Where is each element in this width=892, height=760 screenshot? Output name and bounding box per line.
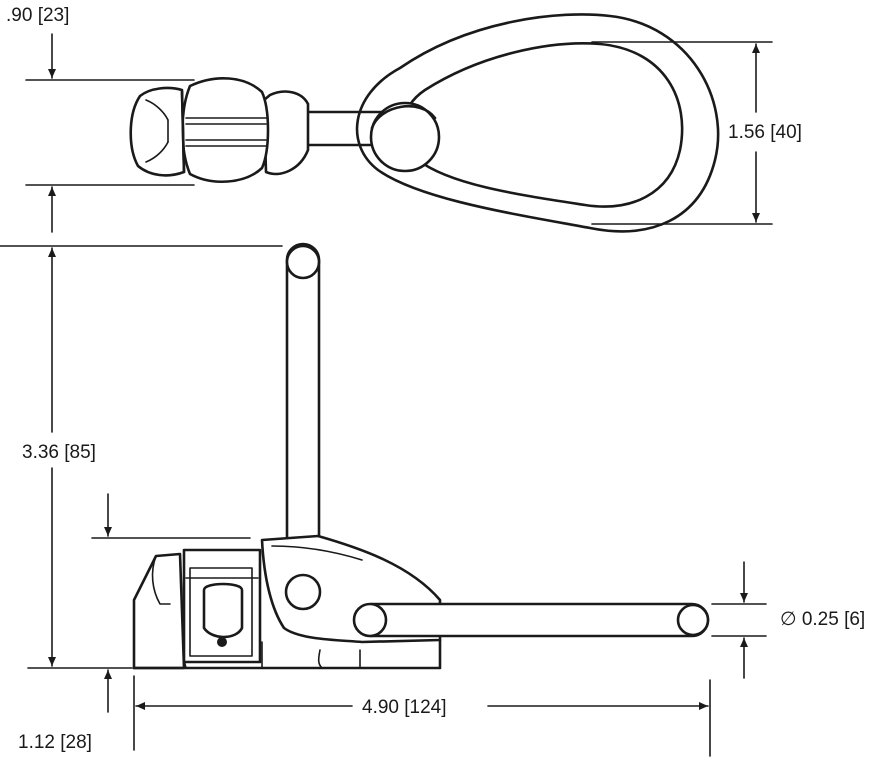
dim-base-height: 1.12 [28] [18,493,251,753]
dim-overall-length-label: 4.90 [124] [362,697,447,718]
horizontal-handle-end [676,603,710,637]
ball-body [181,77,270,183]
collar [262,90,310,176]
dim-base-height-label: 1.12 [28] [18,732,92,753]
dim-overall-height-label: 3.36 [85] [22,442,96,463]
horizontal-handle-pivot [352,602,388,638]
loop-inner [401,42,684,208]
latch-pin [217,637,227,647]
base-skirt-details [183,641,361,669]
dim-rod-diameter-label: ∅ 0.25 [6] [780,609,865,630]
handle-top-cap [285,244,321,280]
rod-eye-edge [370,104,437,130]
loop-outer [355,13,720,233]
dim-top-height-label: .90 [23] [6,5,69,26]
clamp-arm-edge [271,545,363,561]
head-cap-facet-top [145,99,169,121]
dim-loop-width-label: 1.56 [40] [728,122,802,143]
head-cap-edge [180,90,186,174]
dim-overall-length: 4.90 [124] [133,675,711,757]
head-cap [129,86,186,177]
base-block [132,552,186,670]
horizontal-handle [354,602,710,638]
head-cap-facet-bottom [145,141,169,163]
housing-window [189,567,253,657]
dim-overall-height: 3.36 [85] [0,245,283,669]
dim-rod-diameter: ∅ 0.25 [6] [711,561,865,679]
base-block-bevel [151,555,171,605]
latch-cam [202,582,244,639]
top-view [129,13,720,233]
vertical-handle-pivot [284,573,322,611]
base-skirt [132,638,442,670]
dim-top-height: .90 [23] [6,5,195,233]
dim-loop-width: 1.56 [40] [591,41,802,225]
rod-eye [369,101,441,173]
side-view [132,242,710,670]
